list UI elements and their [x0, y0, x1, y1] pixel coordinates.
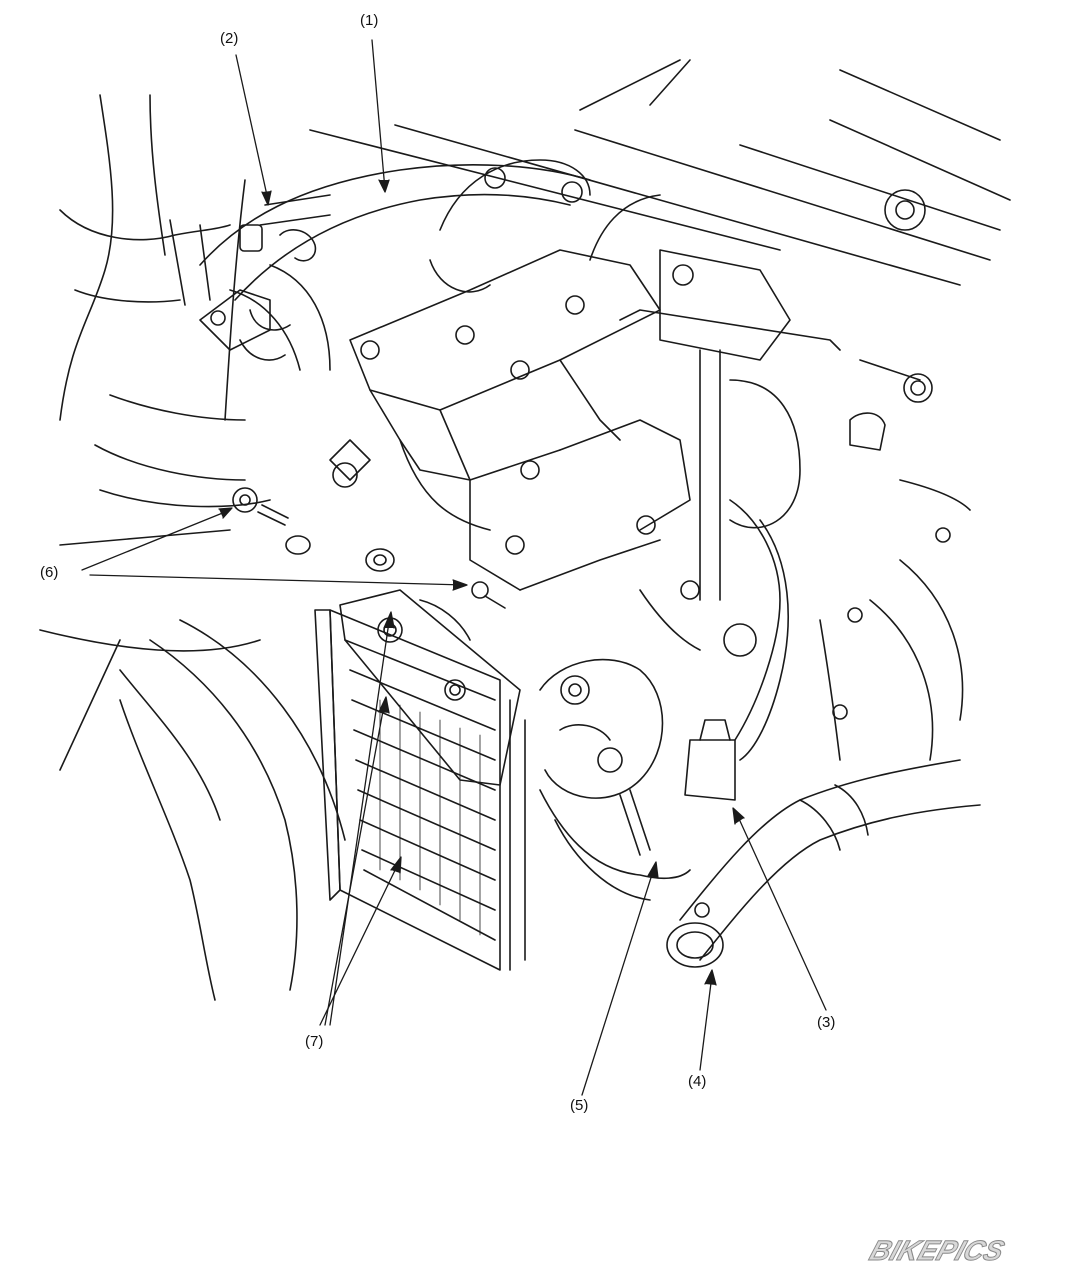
callout-label-3: (3) — [817, 1014, 836, 1031]
leader-lines — [81, 39, 827, 1096]
callout-label-4: (4) — [688, 1073, 707, 1090]
callout-label-5: (5) — [570, 1097, 589, 1114]
callout-label-2: (2) — [220, 30, 239, 47]
right-engine-case — [619, 189, 971, 801]
svg-text:BIKEPICS: BIKEPICS — [866, 1236, 1008, 1267]
lower-hose — [666, 759, 981, 968]
water-pump — [539, 658, 691, 901]
frame-rails — [309, 59, 1011, 286]
left-fork-and-cowling — [39, 94, 346, 1001]
bikepics-watermark-logo: BIKEPICS — [865, 1235, 1008, 1267]
upper-hose — [199, 163, 591, 371]
callout-label-6: (6) — [40, 564, 59, 581]
callout-label-7: (7) — [305, 1033, 324, 1050]
engine-cylinder-head — [349, 159, 691, 591]
thermostat-housing — [199, 289, 291, 361]
mounting-bolts-6 — [232, 439, 506, 609]
hose-clamp-part — [239, 194, 331, 262]
radiator-bracket — [339, 589, 521, 786]
callout-label-1: (1) — [360, 12, 379, 29]
